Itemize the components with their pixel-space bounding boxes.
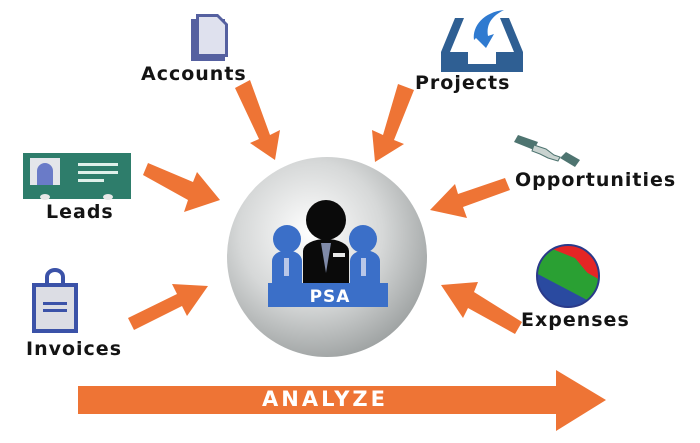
document-icon xyxy=(191,14,228,61)
label-leads: Leads xyxy=(46,201,114,223)
inbox-tray-icon xyxy=(441,10,523,72)
id-card-icon xyxy=(23,153,131,200)
psa-label: PSA xyxy=(309,287,351,307)
label-opportunities: Opportunities xyxy=(515,169,677,191)
handshake-icon xyxy=(514,135,580,167)
label-invoices: Invoices xyxy=(26,338,123,360)
label-expenses: Expenses xyxy=(521,309,630,331)
team-people-icon xyxy=(268,200,388,307)
label-accounts: Accounts xyxy=(141,63,247,85)
pie-disc-icon xyxy=(536,244,600,308)
psa-hub xyxy=(227,157,427,357)
label-projects: Projects xyxy=(415,72,511,94)
input-arrows xyxy=(78,80,606,431)
analyze-label: ANALYZE xyxy=(262,387,388,411)
clipboard-icon xyxy=(32,268,78,333)
